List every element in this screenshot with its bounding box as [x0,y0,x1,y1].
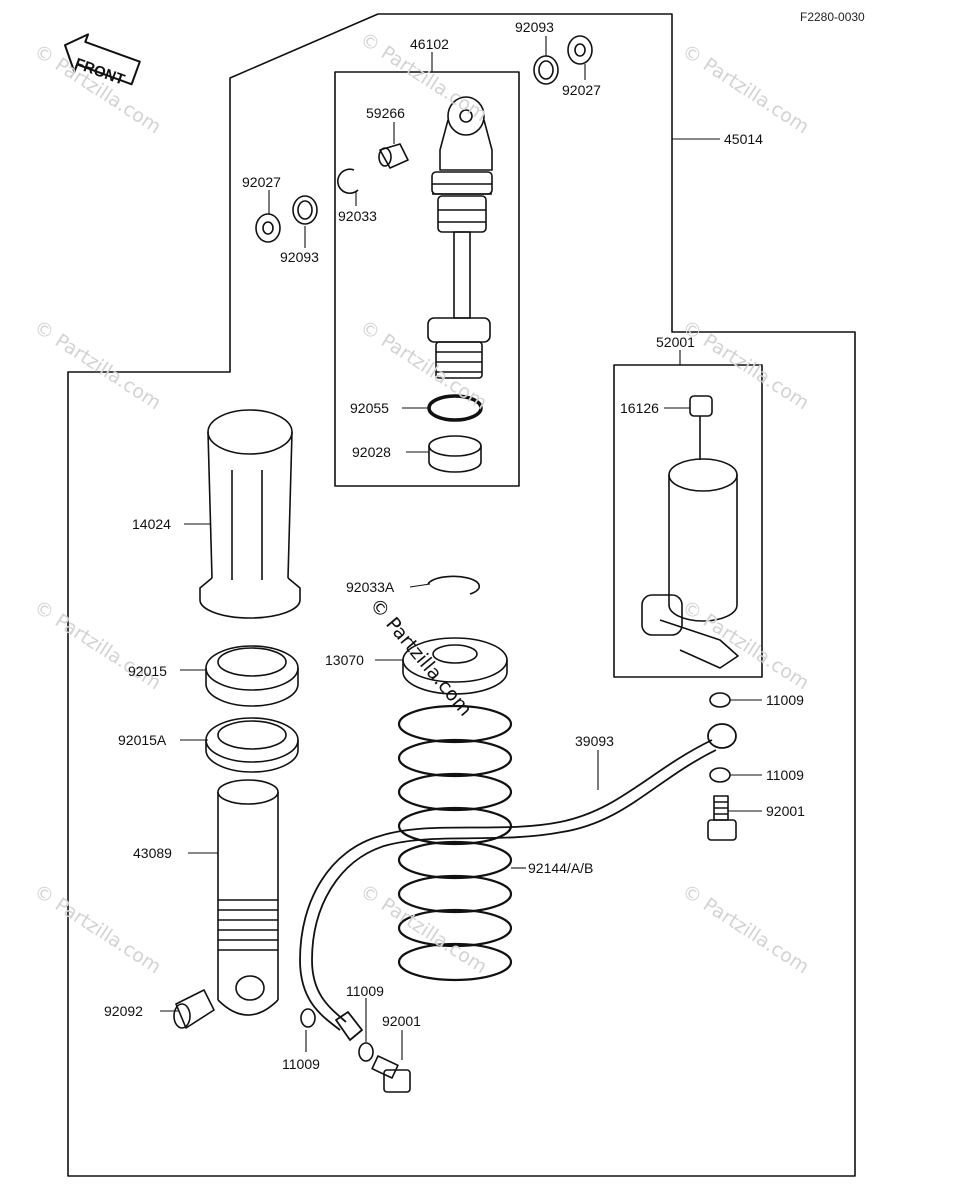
washer-11009-r2 [709,767,731,783]
seal-92093-left [292,195,318,225]
part-label-13070: 13070 [325,652,364,668]
part-label-92027-left: 92027 [242,174,281,190]
front-arrow [63,33,141,86]
washer-11009-r1 [709,692,731,708]
leader-lines [160,36,762,1060]
part-label-92055: 92055 [350,400,389,416]
bolt-92001-right [707,795,737,841]
part-label-92027-top: 92027 [562,82,601,98]
part-label-46102: 46102 [410,36,449,52]
part-label-11009-r2: 11009 [766,767,804,783]
part-label-92001-bottom: 92001 [382,1013,421,1029]
part-label-43089: 43089 [133,845,172,861]
part-label-14024: 14024 [132,516,171,532]
bushing-59266 [378,143,409,169]
part-label-92093-left: 92093 [280,249,319,265]
part-label-11009-b1: 11009 [346,983,384,999]
part-label-11009-b2: 11009 [282,1056,320,1072]
hose-39093 [299,723,737,1041]
part-label-52001: 52001 [656,334,695,350]
part-label-92092: 92092 [104,1003,143,1019]
o-ring-92055 [427,394,483,422]
circlip-92033 [337,168,359,195]
reservoir-group-box [613,364,763,678]
part-label-39093: 39093 [575,733,614,749]
part-label-11009-r1: 11009 [766,692,804,708]
bushing-92092 [173,989,215,1029]
part-label-92028: 92028 [352,444,391,460]
damper-group-box [334,71,520,487]
locknut-92015A [205,717,299,773]
circlip-92033A [427,575,481,595]
ring-92028 [428,435,482,473]
washer-11009-b1 [358,1042,374,1062]
damper-rod [427,96,493,379]
reservoir-body [641,395,739,669]
body-43089 [217,779,279,1016]
spring-92144 [397,704,513,982]
part-label-45014: 45014 [724,131,763,147]
part-label-92015: 92015 [128,663,167,679]
locknut-92015 [205,645,299,707]
part-label-92033A: 92033A [346,579,395,595]
collar-92027-left [255,213,281,243]
part-label-92144: 92144/A/B [528,860,594,876]
assembly-boundary [67,13,856,1177]
bolt-92001-bottom [371,1055,411,1093]
part-label-16126: 16126 [620,400,659,416]
part-label-92001-right: 92001 [766,803,805,819]
collar-92027-top [567,35,593,65]
part-label-59266: 59266 [366,105,405,121]
cover-14024 [199,409,301,619]
part-label-92015A: 92015A [118,732,167,748]
part-label-92093-top: 92093 [515,19,554,35]
part-label-92033: 92033 [338,208,377,224]
seal-92093-top [533,55,559,85]
washer-11009-b2 [300,1008,316,1028]
diagram-code: F2280-0030 [800,10,865,24]
